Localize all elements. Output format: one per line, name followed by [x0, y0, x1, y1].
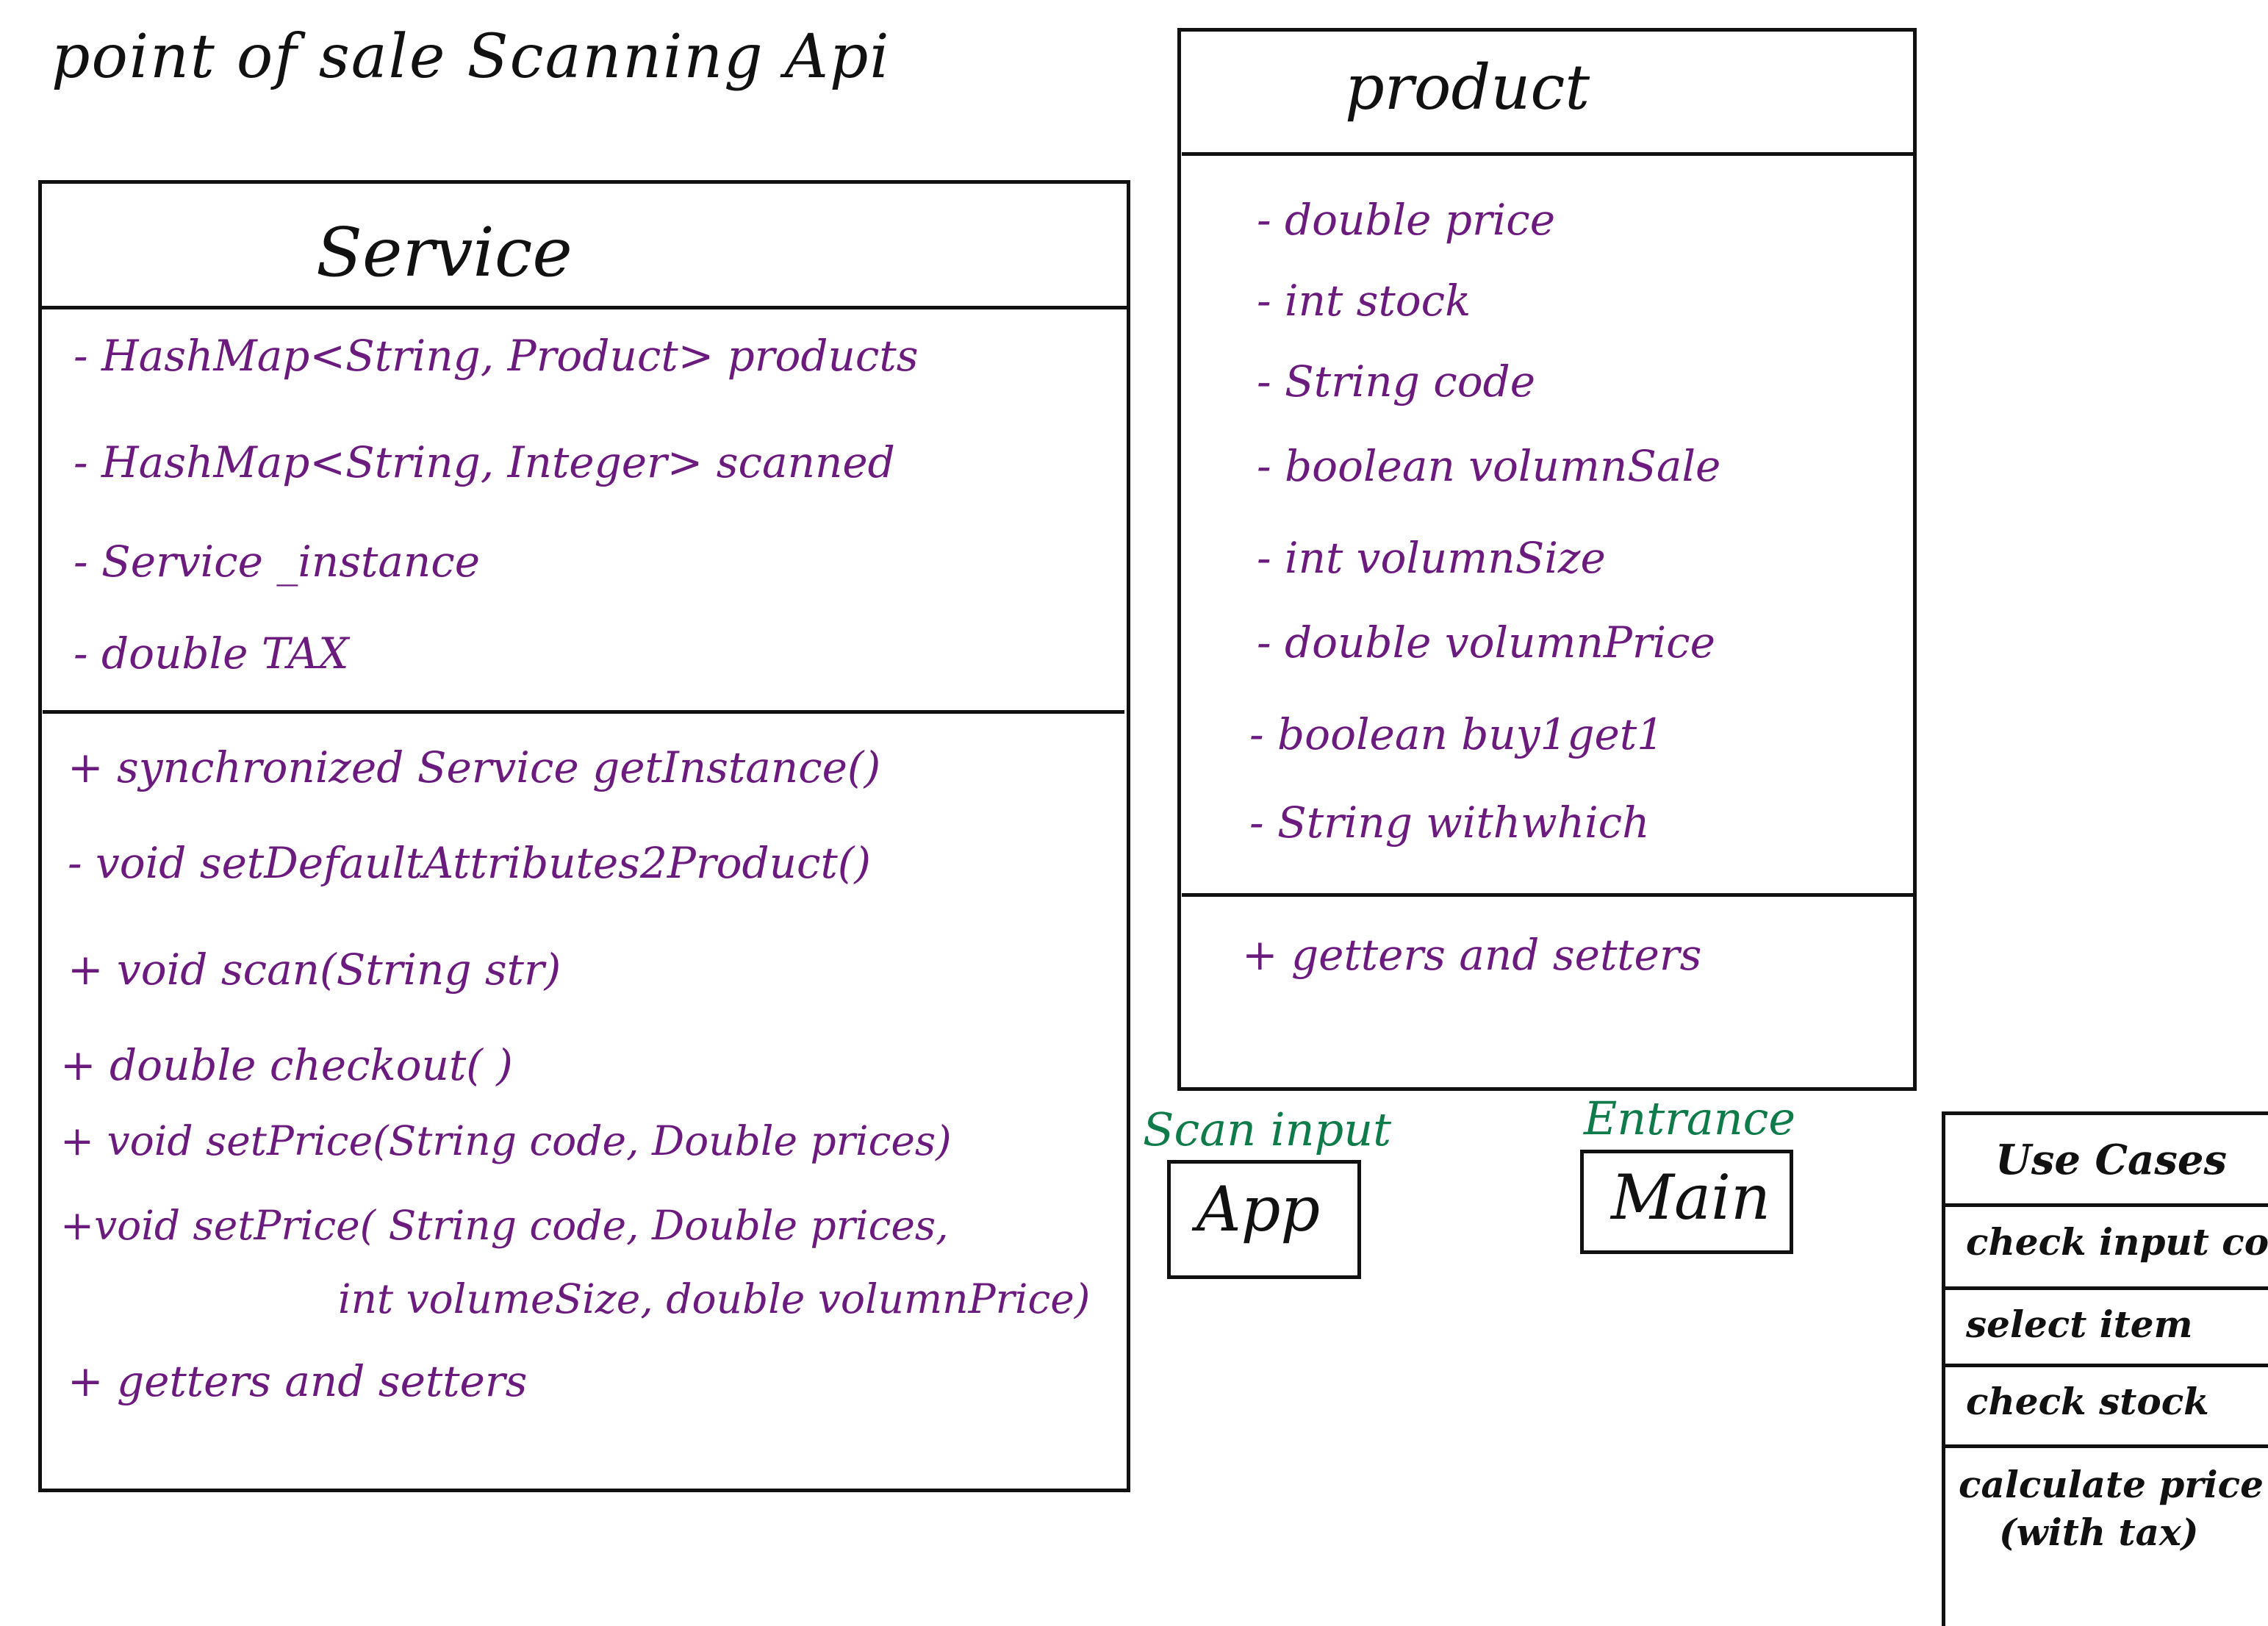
service-method: +void setPrice( String code, Double pric… — [60, 1202, 949, 1249]
product-attribute: - String withwhich — [1249, 798, 1650, 848]
main-box — [1580, 1150, 1793, 1254]
service-attribute: - HashMap<String, Product> products — [73, 331, 919, 381]
use-cases-divider — [1942, 1286, 2268, 1290]
service-attribute: - Service _instance — [73, 537, 481, 587]
product-attribute: - boolean buy1get1 — [1249, 709, 1665, 759]
service-attribute: - HashMap<String, Integer> scanned — [73, 437, 895, 487]
use-case-item: (with tax) — [1999, 1511, 2199, 1554]
product-class-box — [1177, 28, 1917, 1091]
service-header-divider — [38, 306, 1130, 309]
service-method: - void setDefaultAttributes2Product() — [68, 838, 872, 888]
service-class-name: Service — [316, 213, 573, 292]
service-method: int volumeSize, double volumnPrice) — [338, 1275, 1091, 1322]
app-label: App — [1196, 1173, 1321, 1245]
main-note: Entrance — [1584, 1092, 1796, 1145]
service-method: + void scan(String str) — [68, 945, 561, 995]
product-attribute: - int stock — [1257, 276, 1471, 326]
service-attribute: - double TAX — [73, 628, 349, 678]
product-attribute: - double volumnPrice — [1257, 617, 1715, 667]
use-cases-table — [1942, 1111, 2268, 1626]
use-cases-divider — [1942, 1203, 2268, 1207]
use-case-item: check stock — [1966, 1380, 2209, 1423]
app-note: Scan input — [1143, 1103, 1392, 1156]
product-header-divider — [1182, 152, 1914, 156]
use-cases-divider — [1942, 1444, 2268, 1448]
page-title: point of sale Scanning Api — [51, 22, 891, 92]
use-case-item: calculate price — [1959, 1463, 2264, 1506]
use-case-item: check input code — [1966, 1220, 2268, 1264]
service-method: + void setPrice(String code, Double pric… — [60, 1117, 952, 1164]
product-attribute: - double price — [1257, 195, 1556, 245]
product-attribute: - boolean volumnSale — [1257, 441, 1721, 491]
product-attribute: - String code — [1257, 357, 1536, 406]
service-method: + double checkout( ) — [60, 1040, 513, 1090]
use-cases-divider — [1942, 1364, 2268, 1367]
service-method: + synchronized Service getInstance() — [68, 742, 881, 792]
service-method: + getters and setters — [68, 1356, 528, 1406]
product-attribute: - int volumnSize — [1257, 533, 1606, 583]
service-class-box — [38, 180, 1130, 1492]
use-case-item: select item — [1966, 1303, 2193, 1346]
main-label: Main — [1611, 1161, 1771, 1233]
product-class-name: product — [1345, 51, 1590, 123]
product-methods-divider — [1182, 893, 1914, 897]
service-methods-divider — [43, 710, 1124, 714]
use-cases-header: Use Cases — [1995, 1136, 2228, 1184]
product-method: + getters and setters — [1242, 930, 1702, 980]
app-box — [1167, 1160, 1361, 1279]
